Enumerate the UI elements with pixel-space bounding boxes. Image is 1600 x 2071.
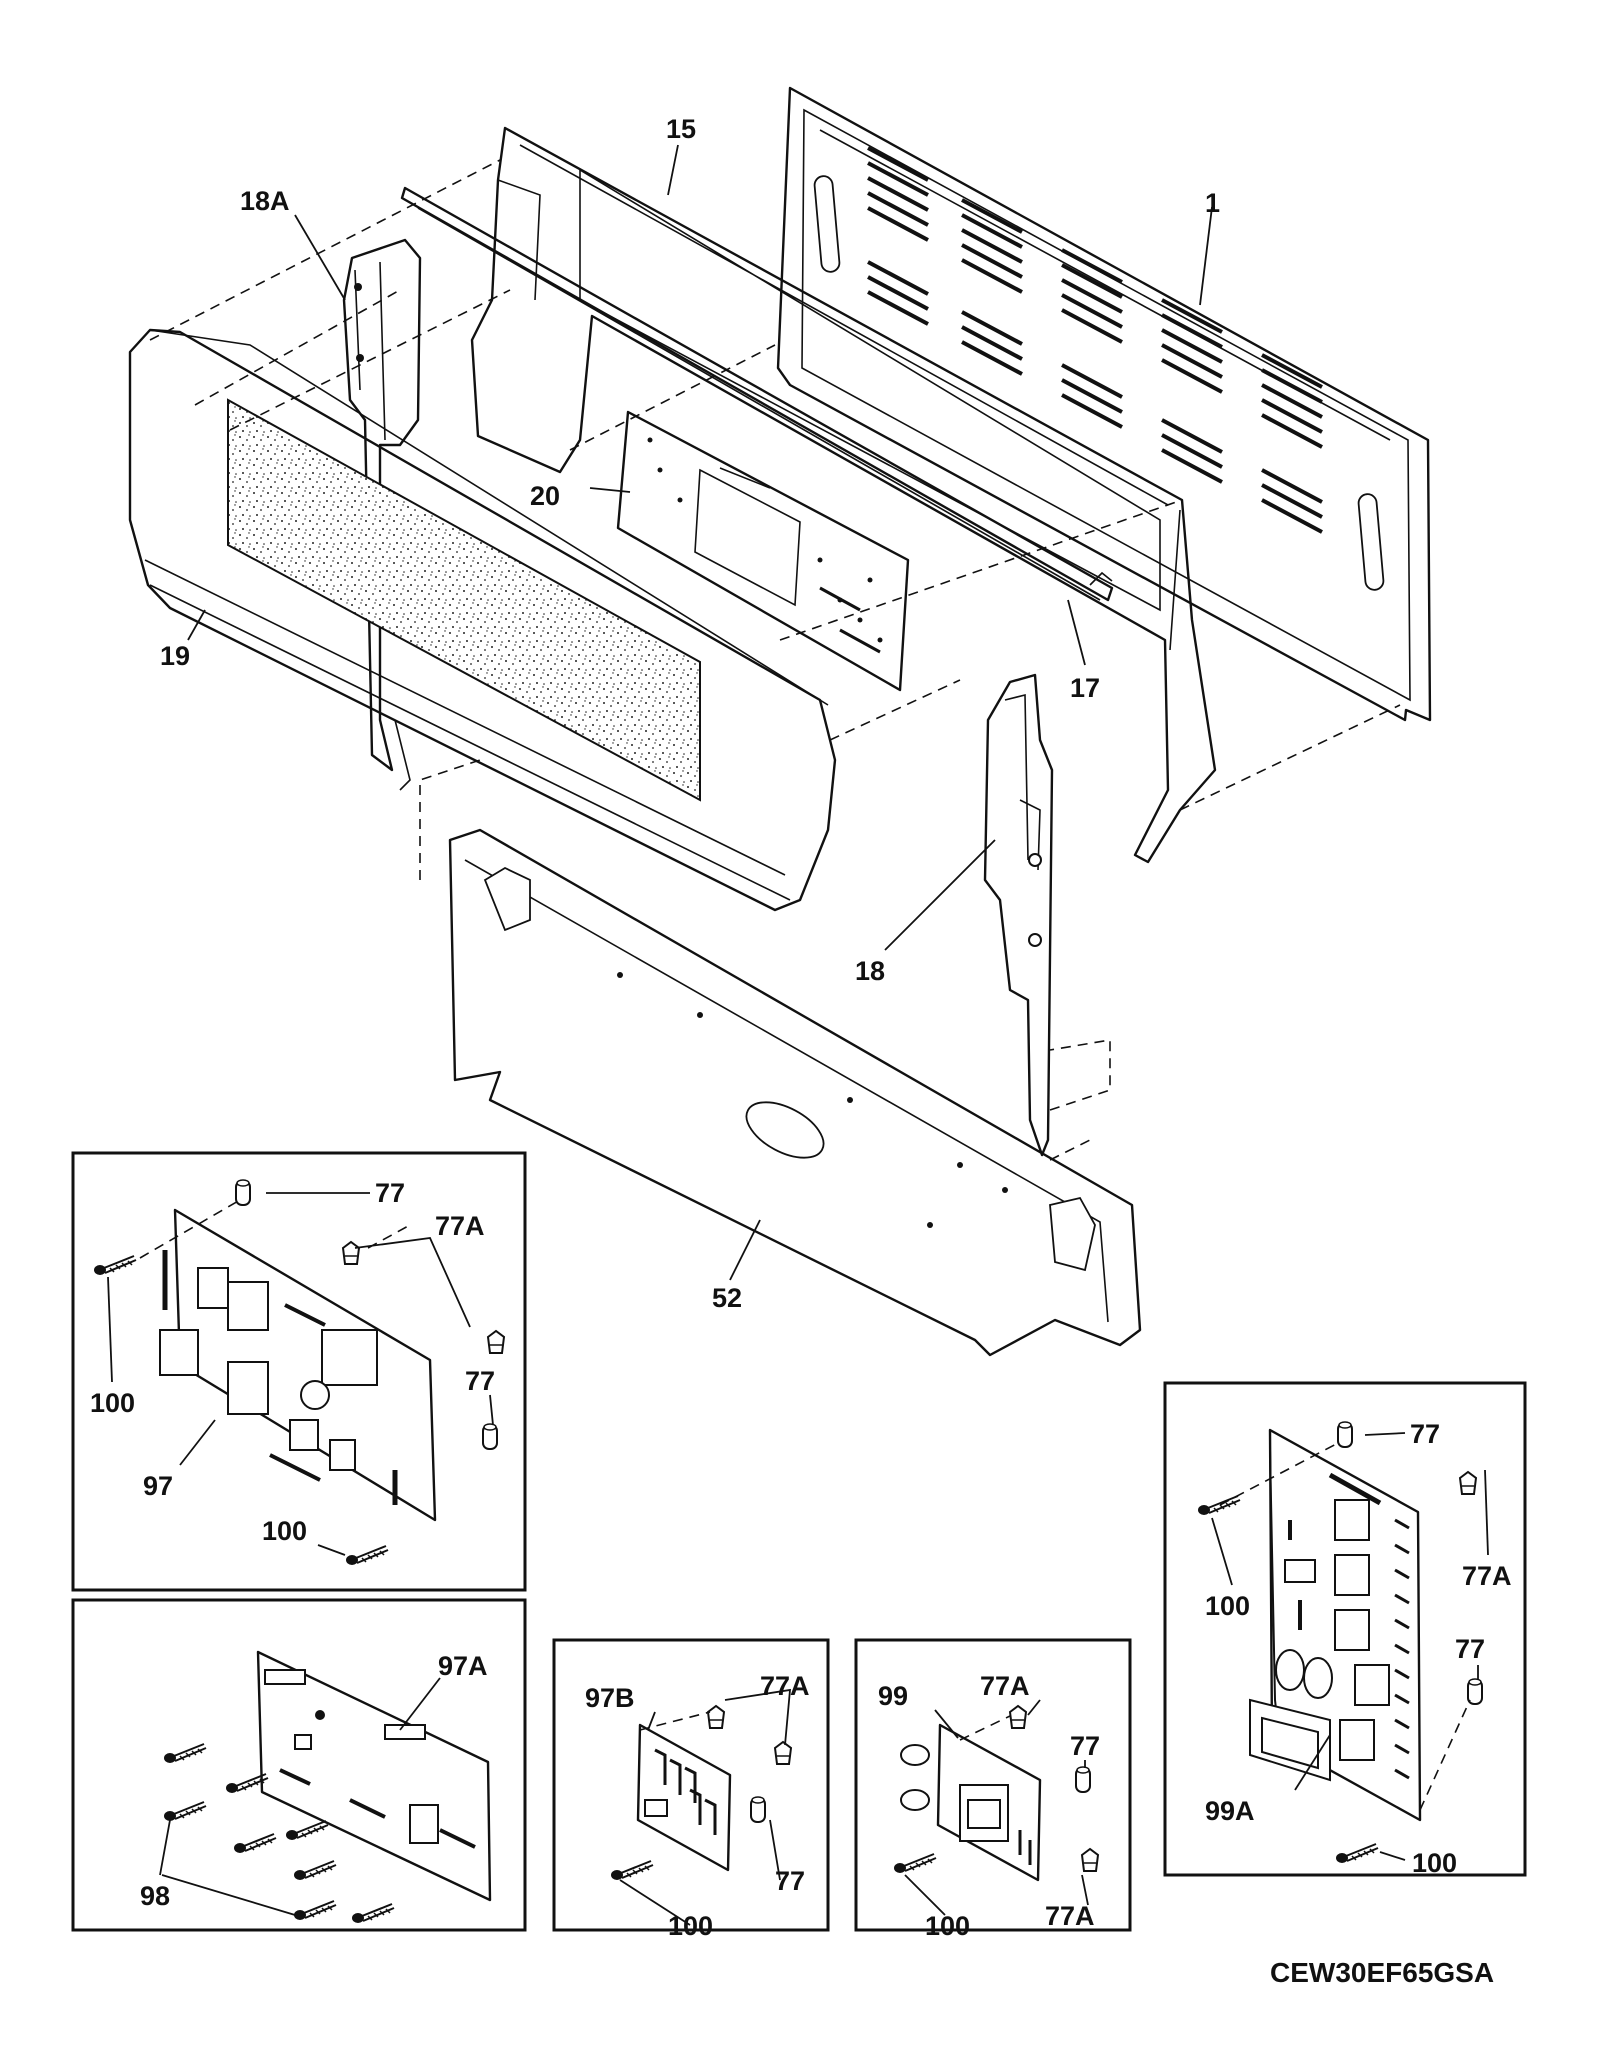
callout-52: 52 — [712, 1283, 742, 1313]
callout-17: 17 — [1070, 673, 1100, 703]
callout-1: 1 — [1205, 188, 1220, 218]
inset-e-callout-100-bottom: 100 — [1412, 1848, 1457, 1878]
inset-d-callout-100: 100 — [925, 1911, 970, 1941]
left-end-bracket — [342, 238, 422, 772]
inset-board-97: 77 77A 100 77 97 100 — [71, 1151, 527, 1592]
inset-e-callout-77-top: 77 — [1410, 1419, 1440, 1449]
inset-d-callout-99: 99 — [878, 1681, 908, 1711]
inset-b-callout-98: 98 — [140, 1881, 170, 1911]
callout-19: 19 — [160, 641, 190, 671]
inset-c-callout-100: 100 — [668, 1911, 713, 1941]
inset-b-callout-97a: 97A — [438, 1651, 488, 1681]
vent-slots — [867, 146, 1323, 534]
right-end-bracket — [983, 673, 1054, 1157]
inset-a-callout-77-right: 77 — [465, 1366, 495, 1396]
top-rail — [400, 186, 1114, 602]
inset-e-callout-77-right: 77 — [1455, 1634, 1485, 1664]
model-number: CEW30EF65GSA — [1270, 1957, 1494, 1988]
inset-board-99a: 77 77A 100 77 99A 100 — [1163, 1381, 1527, 1878]
inset-board-97b: 97B 77A 77 100 — [552, 1638, 830, 1941]
inset-a-callout-77a: 77A — [435, 1211, 485, 1241]
callout-15: 15 — [666, 114, 696, 144]
bottom-plate — [448, 828, 1142, 1357]
inset-e-callout-99a: 99A — [1205, 1796, 1255, 1826]
inset-a-callout-100-left: 100 — [90, 1388, 135, 1418]
rear-frame — [470, 126, 1217, 864]
callout-18: 18 — [855, 956, 885, 986]
assembly-lines — [149, 159, 1401, 1161]
callout-leaders — [187, 144, 1213, 1281]
top-callouts: 15 1 18A 20 19 17 18 52 — [160, 114, 1220, 1313]
inset-c-callout-97b: 97B — [585, 1683, 635, 1713]
inset-a-callout-97: 97 — [143, 1471, 173, 1501]
inset-a-callout-77-top: 77 — [375, 1178, 405, 1208]
rear-vent-panel — [776, 86, 1432, 722]
inset-a-callout-100-bottom: 100 — [262, 1516, 307, 1546]
inset-c-callout-77a: 77A — [760, 1671, 810, 1701]
inset-board-97a: 97A 98 — [71, 1598, 527, 1932]
control-panel — [128, 328, 837, 912]
inset-board-99: 99 77A 77 100 77A — [854, 1638, 1132, 1941]
inset-e-callout-100-left: 100 — [1205, 1591, 1250, 1621]
inset-e-callout-77a: 77A — [1462, 1561, 1512, 1591]
callout-18a: 18A — [240, 186, 290, 216]
inset-d-callout-77a-bottom: 77A — [1045, 1901, 1095, 1931]
control-board — [616, 410, 910, 692]
inset-c-callout-77: 77 — [775, 1866, 805, 1896]
callout-20: 20 — [530, 481, 560, 511]
inset-d-callout-77: 77 — [1070, 1731, 1100, 1761]
inset-d-callout-77a-top: 77A — [980, 1671, 1030, 1701]
